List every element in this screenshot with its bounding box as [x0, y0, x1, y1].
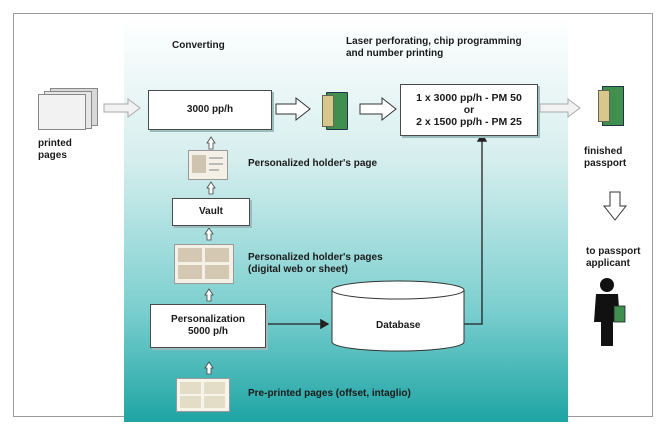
database-label: Database: [376, 320, 421, 331]
up-arrow-4: [204, 288, 214, 302]
preprinted-pages-label: Pre-printed pages (offset, intaglio): [248, 388, 411, 399]
preprinted-pages-icon: [176, 378, 230, 412]
personalization-rate: 5000 p/h: [187, 326, 229, 337]
speed-box-label: 3000 pp/h: [186, 104, 234, 115]
holder-page-label: Personalized holder's page: [248, 158, 378, 169]
holder-pages-label: Personalized holder's pages(digital web …: [248, 252, 383, 275]
printed-pages-stack: [36, 88, 98, 130]
to-laser-arrow: [275, 96, 311, 122]
vault-box: Vault: [172, 198, 250, 226]
database-cylinder: [331, 280, 465, 352]
finished-passport-icon: [598, 86, 624, 126]
passport-icon: [322, 92, 348, 130]
up-arrow-3: [204, 227, 214, 241]
holder-pages-icon: [174, 244, 234, 284]
machine-option-1: 1 x 3000 pp/h - PM 50: [416, 92, 522, 104]
up-arrow-1: [206, 136, 216, 150]
vault-label: Vault: [199, 206, 223, 217]
machine-option-2: 2 x 1500 pp/h - PM 25: [416, 116, 522, 128]
holder-page-icon: [188, 150, 228, 180]
to-applicant-arrow: [602, 191, 628, 221]
db-to-machines: [464, 132, 488, 325]
converting-label: Converting: [172, 40, 225, 51]
up-arrow-2: [206, 181, 216, 195]
up-arrow-5: [204, 361, 214, 375]
speed-box: 3000 pp/h: [148, 90, 272, 130]
output-arrow: [539, 98, 581, 118]
to-machines-arrow: [359, 96, 397, 122]
machines-box: 1 x 3000 pp/h - PM 50 or 2 x 1500 pp/h -…: [400, 84, 538, 136]
personalization-box: Personalization 5000 p/h: [150, 304, 266, 348]
input-arrow: [103, 98, 141, 118]
personalization-label: Personalization: [171, 314, 245, 325]
machine-or: or: [463, 104, 475, 116]
